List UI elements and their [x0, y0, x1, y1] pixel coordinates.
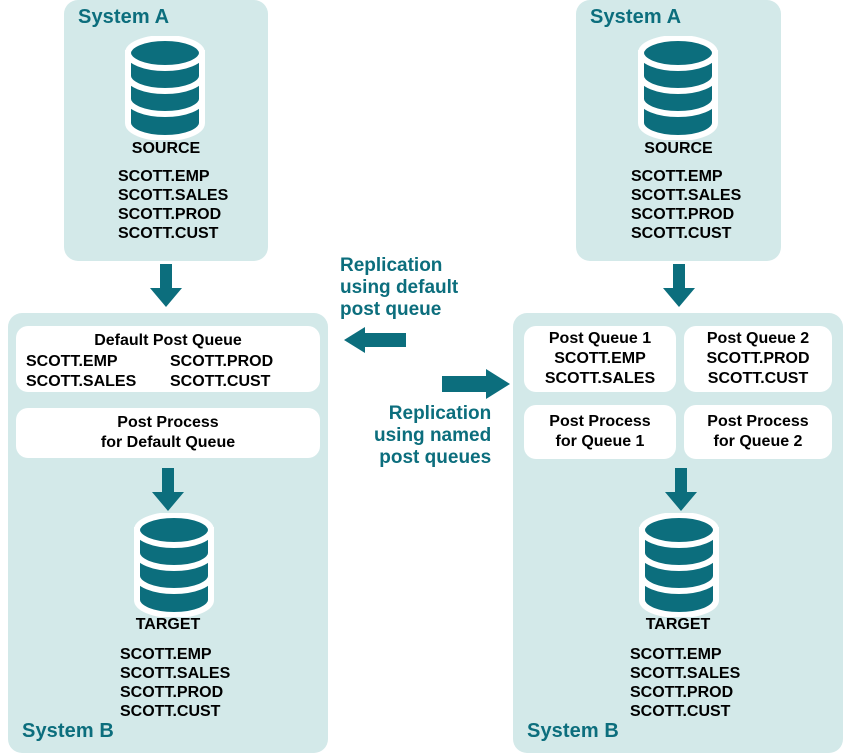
replication-default-line3: post queue — [340, 299, 442, 320]
arrow-down-icon-right-source — [661, 264, 697, 308]
table-item: SCOTT.EMP — [26, 353, 118, 370]
source-caption-right: SOURCE — [644, 140, 713, 157]
target-table-list-right: SCOTT.EMP SCOTT.SALES SCOTT.PROD SCOTT.C… — [630, 645, 740, 721]
table-item: SCOTT.SALES — [26, 373, 137, 390]
system-b-left-label: System B — [22, 720, 114, 742]
table-item: SCOTT.SALES — [631, 187, 742, 204]
replication-named-line2: using named — [374, 425, 492, 446]
post-process-2-line2: for Queue 2 — [713, 433, 803, 450]
source-database-icon-left — [122, 36, 208, 140]
table-item: SCOTT.PROD — [631, 206, 735, 223]
target-caption-left: TARGET — [135, 616, 201, 633]
card-default-post-queue[interactable]: Default Post Queue SCOTT.EMP SCOTT.PROD … — [16, 326, 320, 392]
replication-default-line2: using default — [340, 277, 459, 298]
post-process-2-line1: Post Process — [707, 413, 809, 430]
post-queue-1-title: Post Queue 1 — [548, 330, 652, 347]
table-item: SCOTT.CUST — [707, 370, 809, 387]
table-item: SCOTT.PROD — [170, 353, 274, 370]
arrow-down-icon-left-source — [148, 264, 184, 308]
label-replication-using-default-post-queue: Replication using default post queue — [340, 255, 458, 321]
default-post-queue-title: Default Post Queue — [94, 332, 242, 349]
table-item: SCOTT.CUST — [120, 703, 221, 720]
arrow-left-icon — [344, 327, 406, 353]
arrow-down-icon-right-process — [663, 468, 699, 512]
table-item: SCOTT.SALES — [630, 665, 741, 682]
table-item: SCOTT.CUST — [118, 225, 219, 242]
table-item: SCOTT.SALES — [118, 187, 229, 204]
table-item: SCOTT.EMP — [630, 646, 722, 663]
table-item: SCOTT.CUST — [630, 703, 731, 720]
source-caption-left: SOURCE — [131, 140, 201, 157]
card-post-process-default-queue[interactable]: Post Process for Default Queue — [16, 408, 320, 458]
table-item: SCOTT.PROD — [630, 684, 734, 701]
arrow-down-icon-left-process — [150, 468, 186, 512]
table-item: SCOTT.PROD — [120, 684, 224, 701]
target-database-icon-right — [636, 513, 722, 617]
replication-named-line1: Replication — [388, 403, 492, 424]
table-item: SCOTT.EMP — [120, 646, 212, 663]
source-table-list-left: SCOTT.EMP SCOTT.SALES SCOTT.PROD SCOTT.C… — [118, 167, 228, 243]
post-process-1-line2: for Queue 1 — [555, 433, 645, 450]
table-item: SCOTT.CUST — [631, 225, 732, 242]
table-item: SCOTT.PROD — [706, 350, 810, 367]
table-item: SCOTT.PROD — [118, 206, 222, 223]
post-process-default-line2: for Default Queue — [100, 434, 236, 451]
table-item: SCOTT.EMP — [631, 168, 723, 185]
card-post-process-queue-1[interactable]: Post Process for Queue 1 — [524, 405, 676, 459]
post-process-1-line1: Post Process — [549, 413, 651, 430]
system-a-left-label: System A — [78, 6, 170, 28]
table-item: SCOTT.SALES — [120, 665, 231, 682]
source-table-list-right: SCOTT.EMP SCOTT.SALES SCOTT.PROD SCOTT.C… — [631, 167, 741, 243]
system-a-right-label: System A — [590, 6, 682, 28]
replication-default-line1: Replication — [340, 255, 443, 276]
card-post-process-queue-2[interactable]: Post Process for Queue 2 — [684, 405, 832, 459]
arrow-right-icon — [442, 369, 510, 399]
post-process-default-line1: Post Process — [117, 414, 219, 431]
post-queue-2-title: Post Queue 2 — [706, 330, 810, 347]
default-post-queue-table-grid: SCOTT.EMP SCOTT.PROD SCOTT.SALES SCOTT.C… — [26, 352, 310, 392]
table-item: SCOTT.EMP — [554, 350, 646, 367]
table-item: SCOTT.SALES — [544, 370, 656, 387]
table-item: SCOTT.CUST — [170, 373, 271, 390]
replication-named-line3: post queues — [379, 447, 492, 468]
target-database-icon-left — [131, 513, 217, 617]
table-item: SCOTT.EMP — [118, 168, 210, 185]
target-caption-right: TARGET — [645, 616, 711, 633]
label-replication-using-named-post-queues: Replication using named post queues — [374, 403, 491, 469]
card-post-queue-2[interactable]: Post Queue 2 SCOTT.PROD SCOTT.CUST — [684, 326, 832, 392]
source-database-icon-right — [635, 36, 721, 140]
panel-system-a-left: System A SOURCE SCOTT.EMP SCOTT.SALES SC… — [64, 0, 268, 261]
card-post-queue-1[interactable]: Post Queue 1 SCOTT.EMP SCOTT.SALES — [524, 326, 676, 392]
target-table-list-left: SCOTT.EMP SCOTT.SALES SCOTT.PROD SCOTT.C… — [120, 645, 230, 721]
system-b-right-label: System B — [527, 720, 619, 742]
panel-system-a-right: System A SOURCE SCOTT.EMP SCOTT.SALES SC… — [576, 0, 781, 261]
